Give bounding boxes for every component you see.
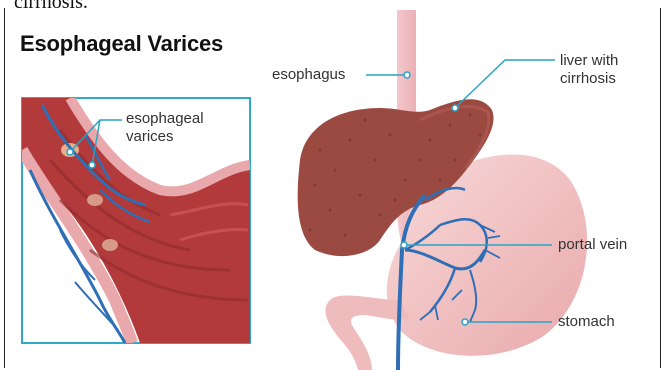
main-anatomy [298,10,587,370]
label-esophageal-varices-inset: esophageal varices [126,110,204,146]
label-line: varices [126,128,204,146]
label-line: cirrhosis [560,70,618,88]
label-portal-vein: portal vein [558,236,627,254]
label-esophagus: esophagus [272,66,345,84]
label-line: liver with [560,52,618,70]
label-line: esophageal [126,110,204,128]
diagram-title: Esophageal Varices [20,31,223,57]
label-liver-with-cirrhosis: liver with cirrhosis [560,52,618,88]
label-stomach: stomach [558,313,615,331]
